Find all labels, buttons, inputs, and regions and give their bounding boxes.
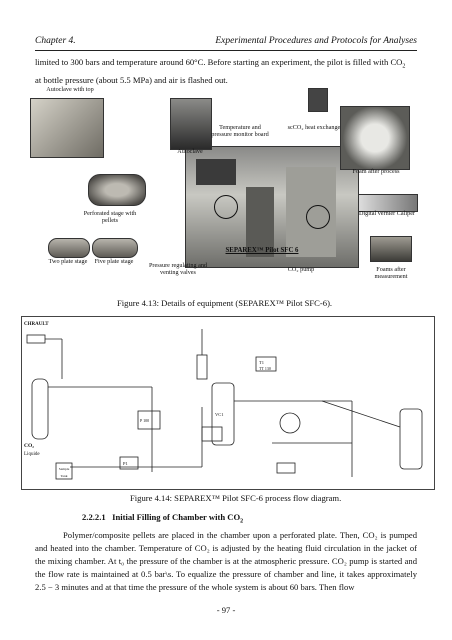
process-flow-diagram — [26, 329, 423, 480]
tag-t1 — [255, 356, 277, 372]
autoclave-photo — [170, 98, 212, 150]
vernier-photo — [358, 194, 418, 212]
label-sample: Sample Tank — [58, 467, 70, 478]
label-foams-after: Foams after measurement — [374, 266, 408, 280]
intro-subscript: 2 — [402, 63, 406, 70]
label-co2: CO₂ — [24, 443, 34, 449]
label-autoclave-top: Autoclave with top — [46, 86, 94, 93]
foam-photo — [340, 106, 410, 170]
label-pressure: P1 — [123, 461, 128, 466]
meter-box — [26, 334, 46, 344]
chapter-label: Chapter 4. — [35, 36, 76, 46]
perforated-photo — [88, 174, 146, 206]
scco2-photo — [308, 88, 328, 112]
section-subscript: 2 — [240, 518, 244, 525]
separator — [399, 408, 423, 470]
body-paragraph: Polymer/composite pellets are placed in … — [35, 530, 417, 592]
label-two-plate: Two plate stage — [48, 258, 88, 265]
intro-line-2: at bottle pressure (about 5.5 MPa) and a… — [35, 74, 228, 85]
vessel — [211, 382, 235, 446]
intro-paragraph: limited to 300 bars and temperature arou… — [35, 56, 417, 87]
label-tt: TT 130 — [259, 366, 271, 371]
label-autoclave: Autoclave — [177, 148, 203, 155]
label-vessel: VC1 — [215, 412, 224, 417]
chapter-title: Experimental Procedures and Protocols fo… — [215, 36, 417, 46]
pilot-photo — [185, 146, 359, 268]
figure-4-13-caption: Figure 4.13: Details of equipment (SEPAR… — [117, 298, 333, 308]
figure-4-14: CHRAULT CO₂ Liquide T1 TT 130 P1 VC1 P 1… — [21, 316, 435, 490]
pipe-8 — [321, 400, 401, 428]
two-plate-photo — [48, 238, 90, 258]
autoclave-image — [246, 187, 274, 257]
label-vernier: Digital vernier Caliper — [358, 210, 415, 217]
highlight-circle-1 — [214, 195, 238, 219]
section-title: Initial Filling of Chamber with CO — [112, 512, 241, 522]
label-co2-pump: CO₂ pump — [287, 266, 315, 273]
intro-line-1: limited to 300 bars and temperature arou… — [35, 57, 403, 67]
figure-4-14-caption: Figure 4.14: SEPAREX™ Pilot SFC-6 proces… — [130, 493, 342, 503]
label-five-plate: Five plate stage — [94, 258, 134, 265]
pressure-box — [119, 456, 139, 470]
section-heading: 2.2.2.1 Initial Filling of Chamber with … — [82, 512, 243, 525]
label-liquide: Liquide — [24, 452, 40, 457]
label-pressure-valves: Pressure regulating and venting valves — [148, 262, 208, 276]
page-number: - 97 - — [216, 605, 236, 615]
five-plate-photo — [92, 238, 138, 258]
label-company: CHRAULT — [24, 322, 49, 327]
label-perforated: Perforated stage with pellets — [83, 210, 137, 224]
label-foam: Foam after process — [352, 168, 400, 175]
sensor-box — [201, 426, 223, 442]
control-panel-image — [196, 159, 236, 185]
label-t1: T1 — [259, 360, 264, 365]
autoclave-top-photo — [30, 98, 104, 158]
label-separex: SEPAREX™ Pilot SFC 6 — [225, 247, 299, 254]
label-scco2: scCO₂ heat exchanger — [287, 124, 343, 131]
co2-bottle — [31, 378, 49, 440]
label-pump: P 100 — [140, 418, 150, 423]
header-rule — [35, 50, 417, 51]
heat-exchanger — [279, 412, 301, 434]
highlight-circle-2 — [306, 205, 330, 229]
figure-4-13: Autoclave with top Autoclave Temperature… — [30, 86, 420, 296]
filter — [196, 354, 208, 380]
label-temp-board: Temperature and pressure monitor board — [211, 124, 269, 138]
section-number: 2.2.2.1 — [82, 512, 106, 522]
pump — [137, 410, 161, 430]
sample-tank — [55, 462, 73, 480]
tag-box — [276, 462, 296, 474]
foams-after-photo — [370, 236, 412, 262]
